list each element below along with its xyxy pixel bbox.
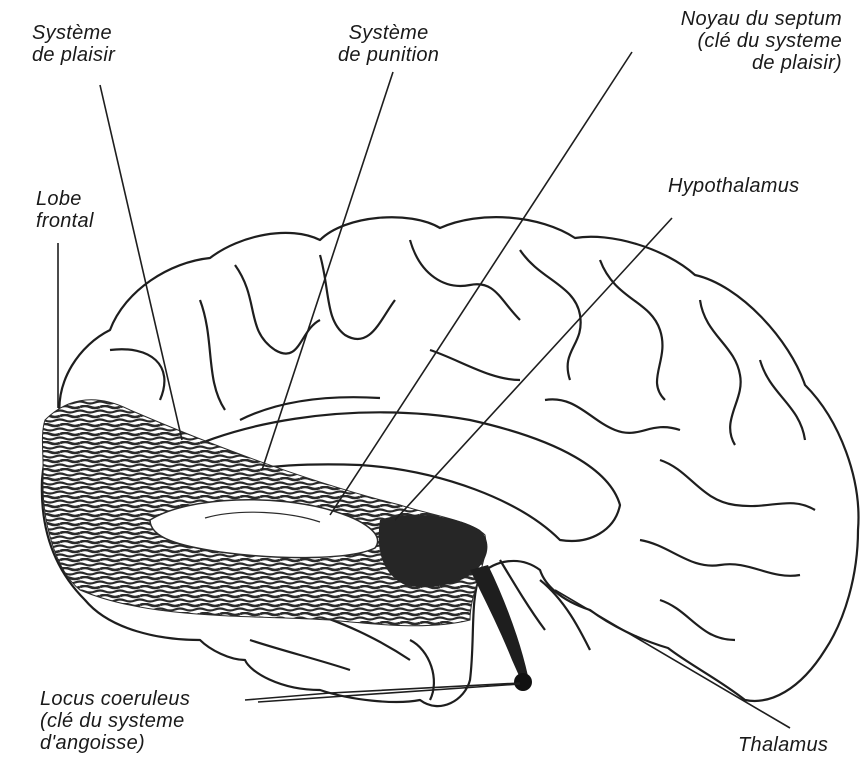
label-septum-line2: (clé du systeme <box>681 30 842 52</box>
label-punishment-line1: Système <box>338 22 439 44</box>
label-frontal-line1: Lobe <box>36 188 94 210</box>
label-locus-line2: (clé du systeme <box>40 710 190 732</box>
label-hypothalamus-line1: Hypothalamus <box>668 175 799 197</box>
label-frontal-lobe: Lobe frontal <box>36 188 94 232</box>
label-thalamus-line1: Thalamus <box>738 734 828 756</box>
label-hypothalamus: Hypothalamus <box>668 175 799 197</box>
label-pleasure-line2: de plaisir <box>32 44 115 66</box>
label-septum-line1: Noyau du septum <box>681 8 842 30</box>
label-locus-line3: d'angoisse) <box>40 732 190 754</box>
label-thalamus: Thalamus <box>738 734 828 756</box>
label-locus-coeruleus: Locus coeruleus (clé du systeme d'angois… <box>40 688 190 754</box>
label-septum-nucleus: Noyau du septum (clé du systeme de plais… <box>681 8 842 74</box>
label-punishment-line2: de punition <box>338 44 439 66</box>
label-pleasure-system: Système de plaisir <box>32 22 115 66</box>
label-pleasure-line1: Système <box>32 22 115 44</box>
label-septum-line3: de plaisir) <box>681 52 842 74</box>
leader-lines <box>58 52 790 728</box>
label-frontal-line2: frontal <box>36 210 94 232</box>
locus-coeruleus-dot <box>514 673 532 691</box>
brainstem-tract <box>470 565 528 678</box>
label-punishment-system: Système de punition <box>338 22 439 66</box>
label-locus-line1: Locus coeruleus <box>40 688 190 710</box>
